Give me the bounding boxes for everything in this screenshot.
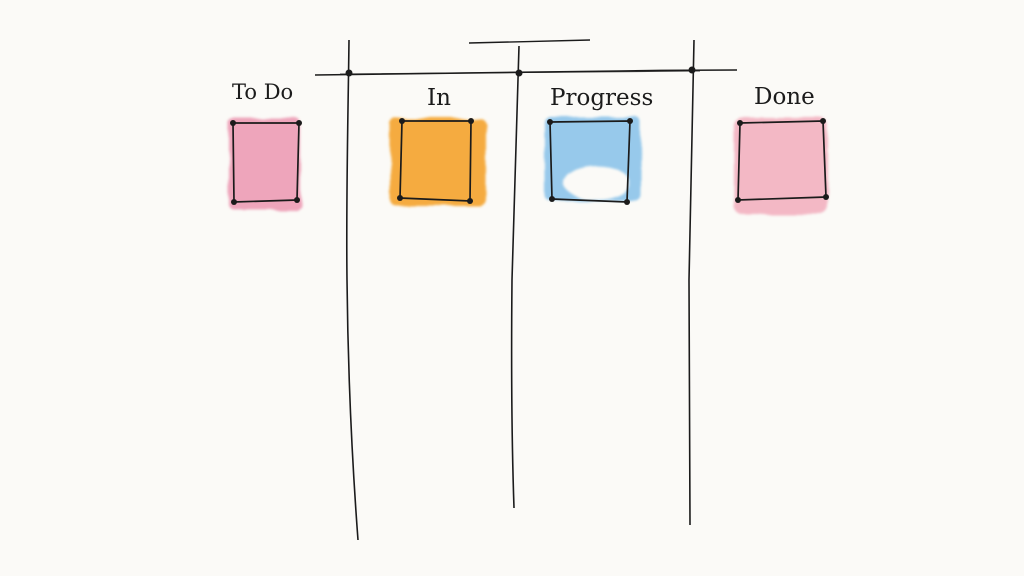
column-divider-1 [345,39,359,541]
card-progress [545,117,641,205]
card-done [734,118,829,214]
junction-dot [688,66,696,74]
card-todo [229,118,302,210]
column-label-in: In [427,85,451,111]
column-label-todo: To Do [232,80,294,104]
header-line-double [339,70,701,75]
column-divider-3 [688,39,695,526]
card-in [390,118,486,206]
card-progress-highlight [564,166,630,200]
header-top-line [468,39,591,44]
card-done-fill [734,118,828,214]
junction-dot [345,69,353,77]
column-divider-2 [510,45,520,509]
card-todo-fill [229,118,301,210]
junction-dot [515,69,523,77]
card-in-fill [390,118,486,206]
column-label-progress: Progress [550,85,654,111]
column-label-done: Done [754,84,815,110]
